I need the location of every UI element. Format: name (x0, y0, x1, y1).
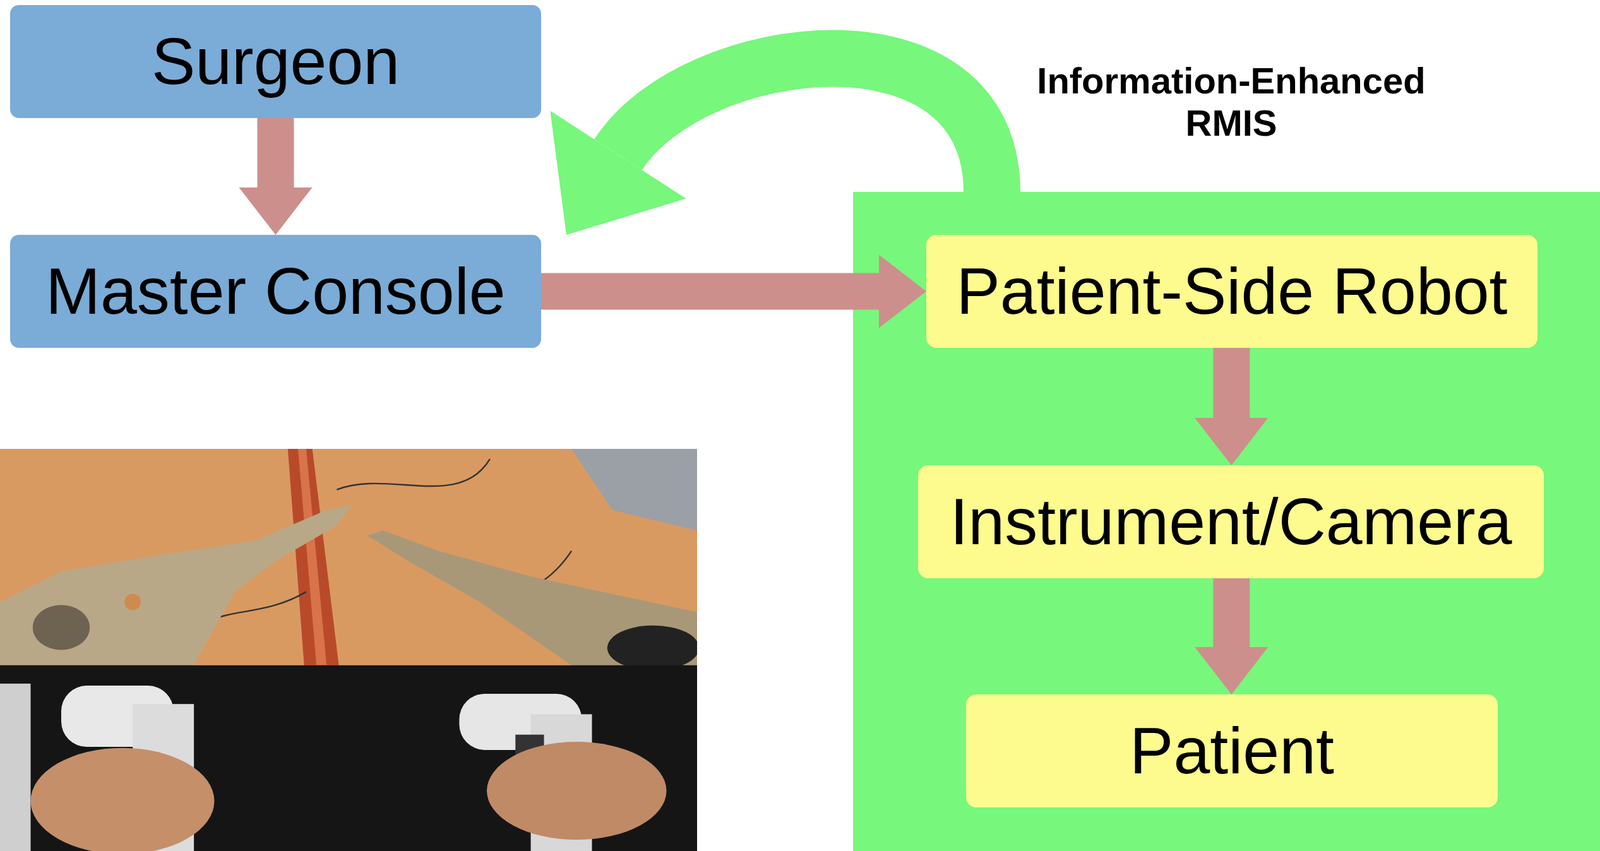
skin-pad (0, 448, 698, 666)
box-label: Instrument/Camera (949, 484, 1512, 561)
actor-box: Surgeon (10, 5, 542, 119)
box-label: Patient (1129, 713, 1335, 790)
hand (486, 741, 667, 840)
region-band: Information-Enhanced RMISPatient-Side Ro… (853, 191, 1600, 851)
flow-arrow (1194, 347, 1268, 466)
background-grey (571, 448, 698, 531)
process-box: Master Console (10, 234, 542, 348)
console-panel (0, 683, 31, 851)
incision (287, 448, 340, 666)
surgery-photo (0, 448, 698, 851)
instrument-pin (124, 594, 141, 611)
flow-arrow (239, 118, 313, 235)
box-label: Surgeon (151, 23, 400, 100)
process-box: Instrument/Camera (918, 465, 1544, 579)
instrument-joint (32, 604, 91, 650)
box-label: Patient-Side Robot (956, 253, 1508, 330)
box-label: Master Console (45, 253, 506, 330)
flow-arrow (1194, 578, 1268, 695)
suture-thread (336, 459, 490, 490)
process-box: Patient (966, 694, 1498, 808)
incision-edge (298, 448, 327, 666)
instrument-shaft (607, 625, 698, 671)
flow-arrow (541, 255, 927, 329)
hand (30, 748, 215, 851)
feedback-arrow-shaft (618, 58, 992, 192)
arrow-head (549, 110, 686, 235)
left-instrument (0, 505, 353, 666)
region-heading: Information-Enhanced RMIS (1016, 59, 1446, 144)
feedback-arrow (549, 58, 992, 235)
process-box: Patient-Side Robot (926, 234, 1538, 348)
